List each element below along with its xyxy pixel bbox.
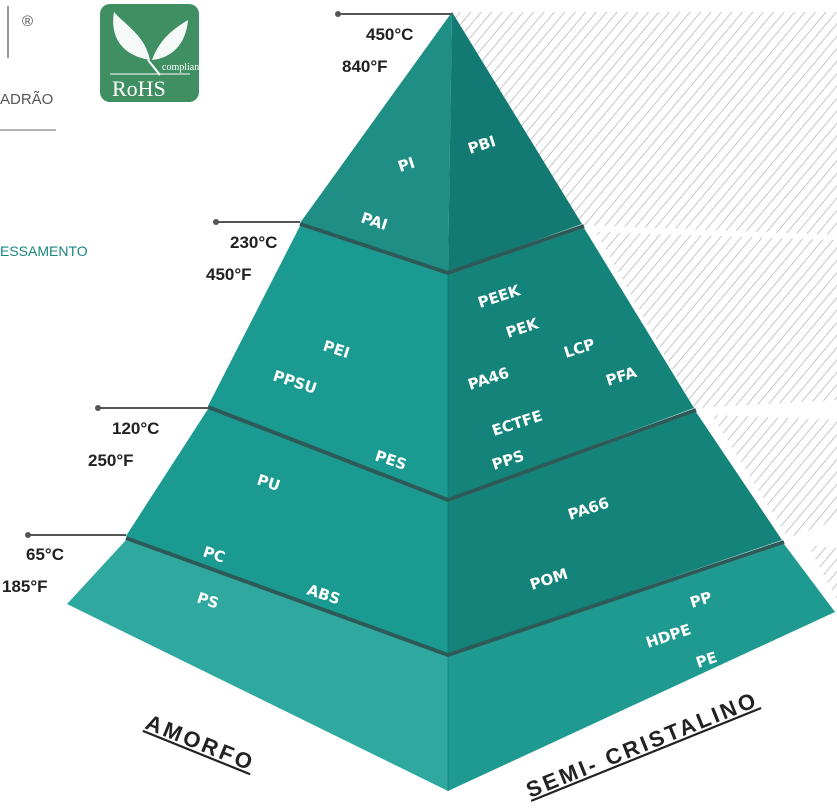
tier-3-right-face: [448, 412, 782, 654]
temp-120c: 120°C: [112, 419, 159, 438]
leaf-icon: [113, 12, 188, 76]
material-ps: PS: [195, 589, 221, 613]
material-pp: PP: [688, 588, 714, 612]
pyramid: [67, 12, 835, 791]
temperature-labels: 450°C 840°F 230°C 450°F 120°C 250°F 65°C…: [2, 25, 413, 596]
rohs-badge: compliant RoHS: [100, 4, 202, 102]
temperature-leaders: [25, 11, 452, 538]
material-pe: PE: [694, 648, 720, 672]
tier-1-left-face: [300, 12, 452, 272]
processing-text: ESSAMENTO: [0, 243, 88, 259]
tier-4-right-face: [448, 544, 835, 791]
tier-2-left-face: [208, 226, 448, 499]
temp-250f: 250°F: [88, 451, 134, 470]
temp-840f: 840°F: [342, 57, 388, 76]
material-pc: PC: [201, 543, 228, 567]
temp-65c: 65°C: [26, 545, 64, 564]
temp-185f: 185°F: [2, 577, 48, 596]
label-amorfo: AMORFO: [142, 709, 259, 776]
tier-1-materials: PI PAI PBI: [359, 132, 498, 234]
tier-3-left-face: [126, 409, 448, 654]
standard-text: ADRÃO: [0, 91, 53, 108]
registered-mark: ®: [22, 13, 33, 30]
tier-1-right-face: [448, 12, 582, 272]
temp-230c: 230°C: [230, 233, 277, 252]
tier-2-right-face: [448, 228, 694, 499]
hatch-shadow: [452, 12, 837, 600]
tier-4-left-face: [67, 540, 448, 791]
temp-450c: 450°C: [366, 25, 413, 44]
temp-450f: 450°F: [206, 265, 252, 284]
rohs-compliant-text: compliant: [162, 62, 202, 73]
material-pi: PI: [396, 154, 417, 176]
rohs-text: RoHS: [112, 76, 166, 101]
